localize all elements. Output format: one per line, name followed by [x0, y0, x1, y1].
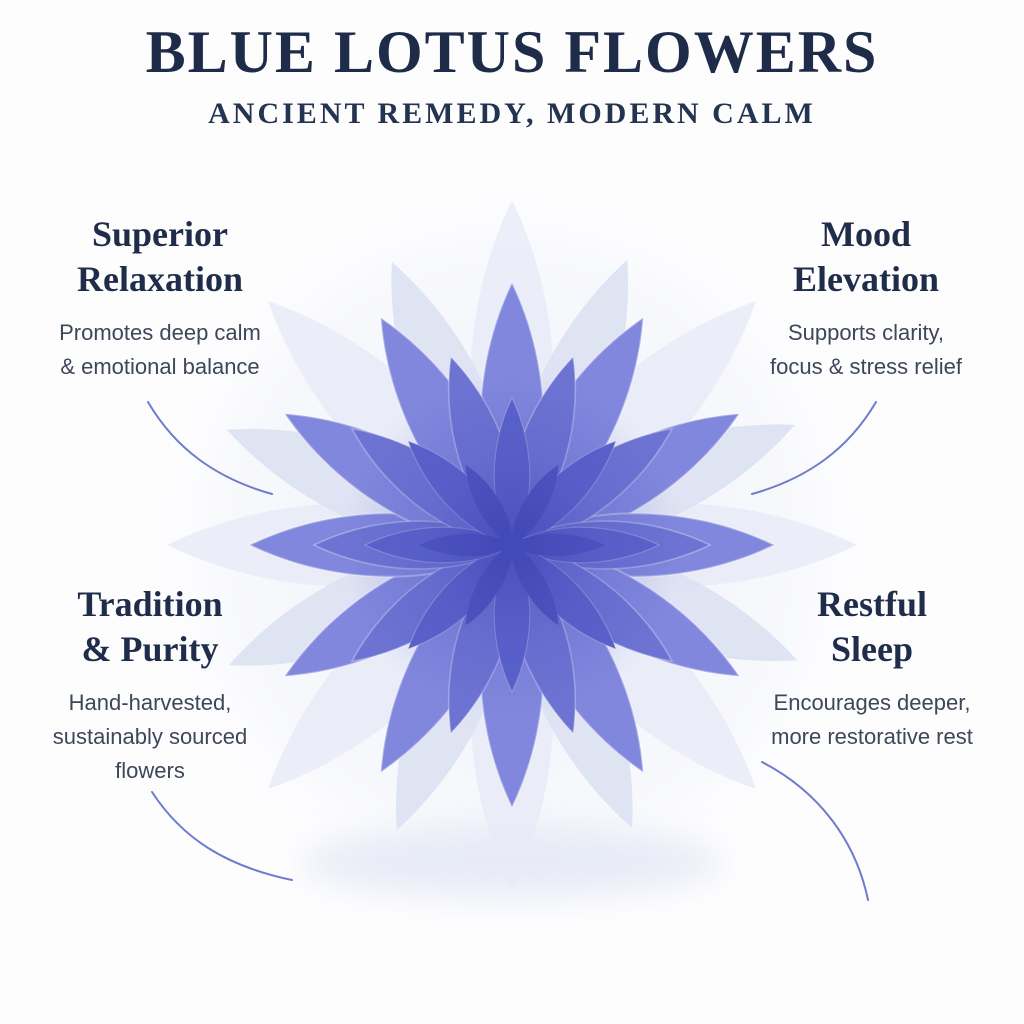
benefit-heading: Superior Relaxation — [77, 214, 243, 299]
page-subtitle: ANCIENT REMEDY, MODERN CALM — [208, 97, 816, 130]
connector-curve-top-right — [751, 401, 877, 495]
benefit-heading: Mood Elevation — [792, 214, 939, 299]
benefit-heading: Restful Sleep — [817, 584, 927, 669]
connector-curve-bottom-right — [761, 761, 869, 901]
benefit-restful-sleep: Restful Sleep Encourages deeper, more re… — [722, 582, 1022, 754]
benefit-superior-relaxation: Superior Relaxation Promotes deep calm &… — [10, 212, 310, 384]
benefit-body: Hand-harvested, sustainably sourced flow… — [52, 690, 248, 784]
benefit-tradition-purity: Tradition & Purity Hand-harvested, susta… — [0, 582, 300, 788]
benefit-body: Supports clarity, focus & stress relief — [770, 320, 962, 380]
connector-curves — [147, 401, 877, 901]
page-title: BLUE LOTUS FLOWERS — [145, 19, 879, 85]
benefit-body: Promotes deep calm & emotional balance — [59, 320, 261, 380]
header: BLUE LOTUS FLOWERS ANCIENT REMEDY, MODER… — [0, 18, 1024, 131]
lotus-center — [499, 532, 525, 558]
benefit-mood-elevation: Mood Elevation Supports clarity, focus &… — [716, 212, 1016, 384]
benefit-heading: Tradition & Purity — [77, 584, 223, 669]
connector-curve-top-left — [147, 401, 273, 495]
benefit-body: Encourages deeper, more restorative rest — [771, 690, 973, 750]
connector-curve-bottom-left — [151, 791, 293, 881]
